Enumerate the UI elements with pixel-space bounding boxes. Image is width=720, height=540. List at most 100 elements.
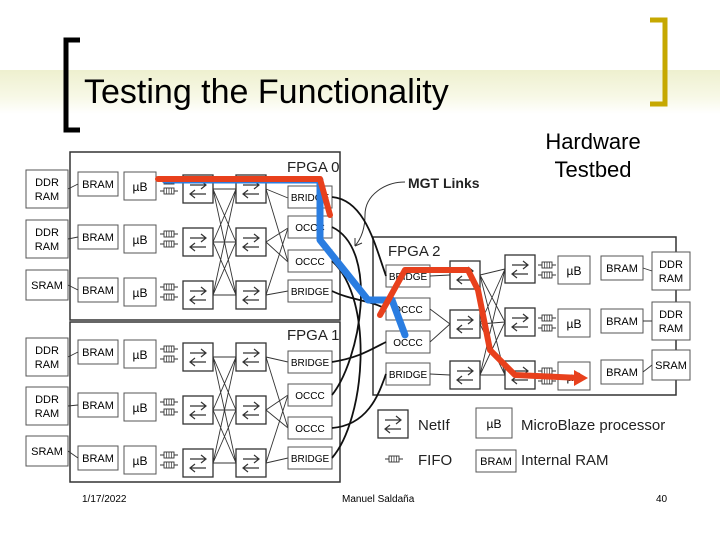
fpga1-ddr-1-line1: DDR: [35, 345, 59, 357]
fpga1-fifo-1: [160, 346, 178, 362]
legend-microblaze-label: MicroBlaze processor: [521, 417, 665, 434]
fpga1-microblaze-3: [123, 445, 157, 475]
fpga1-ddr-2-line1: DDR: [35, 394, 59, 406]
subtitle-line-1: Hardware: [545, 129, 641, 154]
fpga2-mb-2-label: µB: [567, 317, 582, 331]
fpga2-fifo-1: [538, 262, 556, 278]
fpga0-ddr-1-line2: RAM: [35, 191, 59, 203]
fpga1-ddr-2-line2: RAM: [35, 408, 59, 420]
fpga0-mb-3-label: µB: [133, 286, 148, 300]
fpga2-bridge-2-label: BRIDGE: [389, 370, 428, 381]
fpga0-mb-2-label: µB: [133, 233, 148, 247]
fpga2-bram-2-label: BRAM: [606, 316, 638, 328]
fpga1-bram-1-label: BRAM: [82, 347, 114, 359]
fpga2-sram-label: SRAM: [655, 360, 687, 372]
fpga2-ddr-ram-1: [651, 251, 691, 291]
fpga1-ddr-1-line2: RAM: [35, 359, 59, 371]
fpga1-netif-4: [235, 342, 267, 372]
fpga2-microblaze-2: [557, 308, 591, 338]
fpga2-bram-3-label: BRAM: [606, 367, 638, 379]
fpga1-mb-1-label: µB: [133, 348, 148, 362]
fpga0-netif-5: [235, 227, 267, 257]
fpga2-ddr-ram-2: [651, 301, 691, 341]
fpga0-netif-2: [182, 227, 214, 257]
footer-date: 1/17/2022: [82, 494, 127, 505]
fpga1-microblaze-2: [123, 392, 157, 422]
fpga0-contents: DDR RAM DDR RAM SRAM BRAM BRAM BRAM µB µ…: [25, 169, 333, 310]
red-path-arrowhead: [574, 370, 588, 386]
fpga1-contents: DDR RAM DDR RAM SRAM BRAM BRAM BRAM µB µ…: [25, 337, 333, 478]
fpga1-bram-3-label: BRAM: [82, 453, 114, 465]
fpga2-bridge-1-label: BRIDGE: [389, 272, 428, 283]
fpga1-netif-1: [182, 342, 214, 372]
fpga0-label: FPGA 0: [287, 159, 340, 176]
fpga1-occc-2-label: OCCC: [295, 424, 324, 435]
fpga1-occc-1-label: OCCC: [295, 391, 324, 402]
fpga2-ddr-1-line1: DDR: [659, 259, 683, 271]
legend-bram-icon-text: BRAM: [480, 456, 512, 468]
subtitle-line-2: Testbed: [554, 157, 632, 182]
mgt-links-label: MGT Links: [408, 175, 480, 191]
fpga2-netif-5: [504, 307, 536, 337]
fpga0-fifo-2: [160, 231, 178, 247]
fpga1-bram-2: [77, 392, 119, 418]
fpga2-bram-1-label: BRAM: [606, 263, 638, 275]
fpga1-microblaze-1: [123, 339, 157, 369]
memory-links: [67, 183, 653, 459]
legend-microblaze-icon-text: µB: [487, 417, 502, 431]
fpga0-bram-2: [77, 224, 119, 250]
fpga2-crossbar: [429, 268, 506, 376]
legend-bram-icon: [475, 449, 517, 473]
fpga1-ddr-ram-1: [25, 337, 69, 377]
fpga1-netif-6: [235, 448, 267, 478]
slide-title: Testing the Functionality: [84, 73, 449, 111]
fpga2-occc-2-label: OCCC: [393, 338, 422, 349]
fpga0-sram: [25, 269, 69, 301]
fpga0-bram-2-label: BRAM: [82, 232, 114, 244]
fpga2-sram: [651, 349, 691, 381]
fpga2-ddr-2-line2: RAM: [659, 323, 683, 335]
fpga0-mb-1-label: µB: [133, 180, 148, 194]
fpga2-netif-3: [449, 360, 481, 390]
fpga1-fifo-3: [160, 452, 178, 468]
page-number: 40: [656, 494, 668, 505]
mgt-links-arrowhead: [354, 238, 363, 247]
fpga0-microblaze-2: [123, 224, 157, 254]
fpga0-occc-1-label: OCCC: [295, 223, 324, 234]
mgt-links: [331, 196, 387, 459]
red-path-fpga0: [155, 176, 333, 218]
fpga1-fifo-2: [160, 399, 178, 415]
mgt-links-pointer: [354, 181, 406, 247]
fpga1-bram-1: [77, 339, 119, 365]
fpga2-netif-4: [504, 254, 536, 284]
fpga1-board: [69, 321, 341, 483]
fpga0-ddr-2-line1: DDR: [35, 227, 59, 239]
left-bracket: [63, 37, 80, 133]
fpga1-bridge-2-label: BRIDGE: [291, 454, 330, 465]
fpga0-microblaze-1: [123, 171, 157, 201]
fpga1-mb-3-label: µB: [133, 454, 148, 468]
fpga0-netif-3: [182, 280, 214, 310]
fpga2-microblaze-1: [557, 255, 591, 285]
fpga2-ddr-2-line1: DDR: [659, 309, 683, 321]
fpga2-occc-1-label: OCCC: [393, 305, 422, 316]
fpga2-fifo-2: [538, 315, 556, 331]
fpga2-bram-1: [600, 255, 644, 281]
legend-fifo-icon: [384, 455, 404, 463]
right-bracket: [650, 17, 668, 107]
fpga0-occc-2-label: OCCC: [295, 257, 324, 268]
fpga0-fifo-3: [160, 284, 178, 300]
legend: NetIf µB MicroBlaze processor FIFO BRAM …: [377, 407, 665, 473]
fpga0-bridge-2-label: BRIDGE: [291, 287, 330, 298]
fpga2-mb-1-label: µB: [567, 264, 582, 278]
fpga2-ddr-1-line2: RAM: [659, 273, 683, 285]
fpga1-netif-5: [235, 395, 267, 425]
fpga1-label: FPGA 1: [287, 327, 340, 344]
fpga2-netif-2: [449, 309, 481, 339]
fpga1-netif-3: [182, 448, 214, 478]
footer-author: Manuel Saldaña: [342, 494, 415, 505]
fpga1-crossbar: [212, 356, 289, 464]
fpga1-mb-2-label: µB: [133, 401, 148, 415]
red-path-fpga2: [377, 267, 583, 381]
